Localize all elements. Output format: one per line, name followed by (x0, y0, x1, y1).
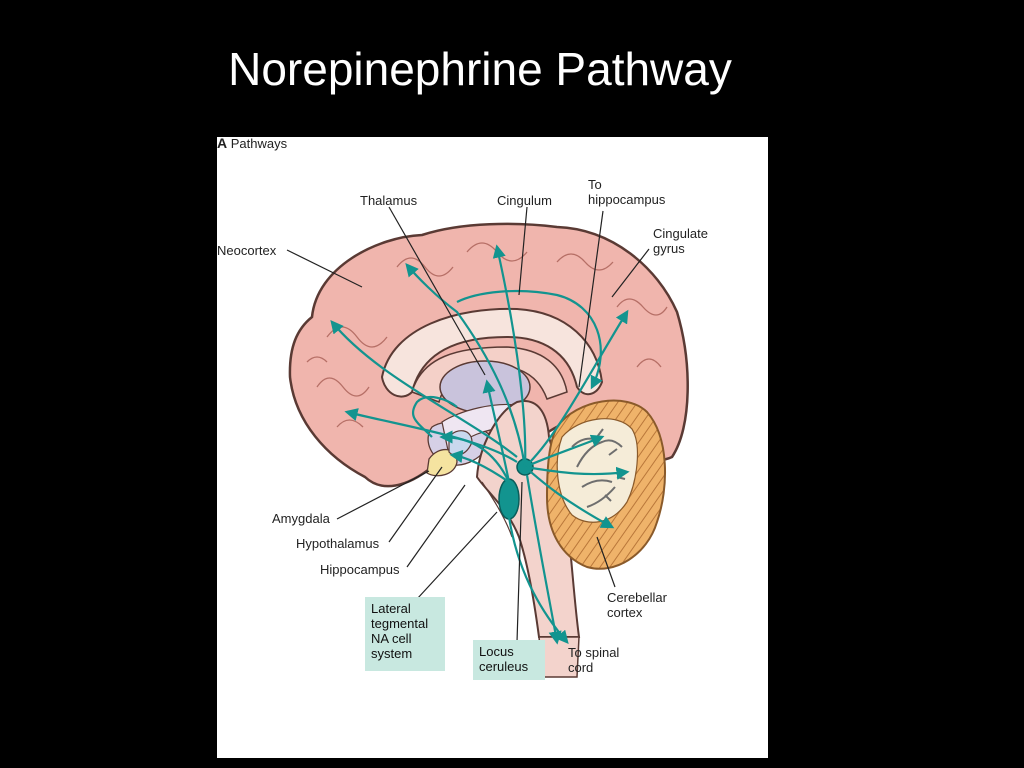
label-cingulum: Cingulum (497, 193, 552, 208)
cerebellum-inner (556, 418, 638, 523)
panel-letter: A (217, 137, 228, 151)
label-neocortex: Neocortex (217, 243, 277, 258)
label-hypothalamus: Hypothalamus (296, 536, 380, 551)
leader-lines (286, 206, 650, 643)
label-hippocampus: Hippocampus (320, 562, 400, 577)
norepinephrine-pathways (330, 244, 630, 645)
label-cerebellar-cortex: Cerebellar cortex (607, 590, 667, 620)
figure-panel: A Pathways Thalamus Cingulum To hippocam… (217, 137, 768, 758)
label-cingulate-gyrus: Cingulate gyrus (653, 226, 708, 256)
brain-diagram (286, 206, 689, 678)
label-to-hippocampus: To hippocampus (588, 177, 666, 207)
label-amygdala: Amygdala (272, 511, 330, 526)
panel-heading: A Pathways (217, 137, 287, 151)
label-to-spinal-cord: To spinal cord (568, 645, 620, 675)
label-thalamus: Thalamus (360, 193, 418, 208)
lateral-tegmental-node (498, 478, 520, 520)
box-lateral-tegmental: Lateral tegmental NA cell system (365, 597, 445, 671)
corpus-callosum (380, 307, 604, 398)
box-locus-ceruleus: Locus ceruleus (473, 640, 545, 680)
brainstem-line (481, 481, 513, 538)
slide-title: Norepinephrine Pathway (228, 43, 732, 95)
panel-title: Pathways (230, 137, 288, 151)
